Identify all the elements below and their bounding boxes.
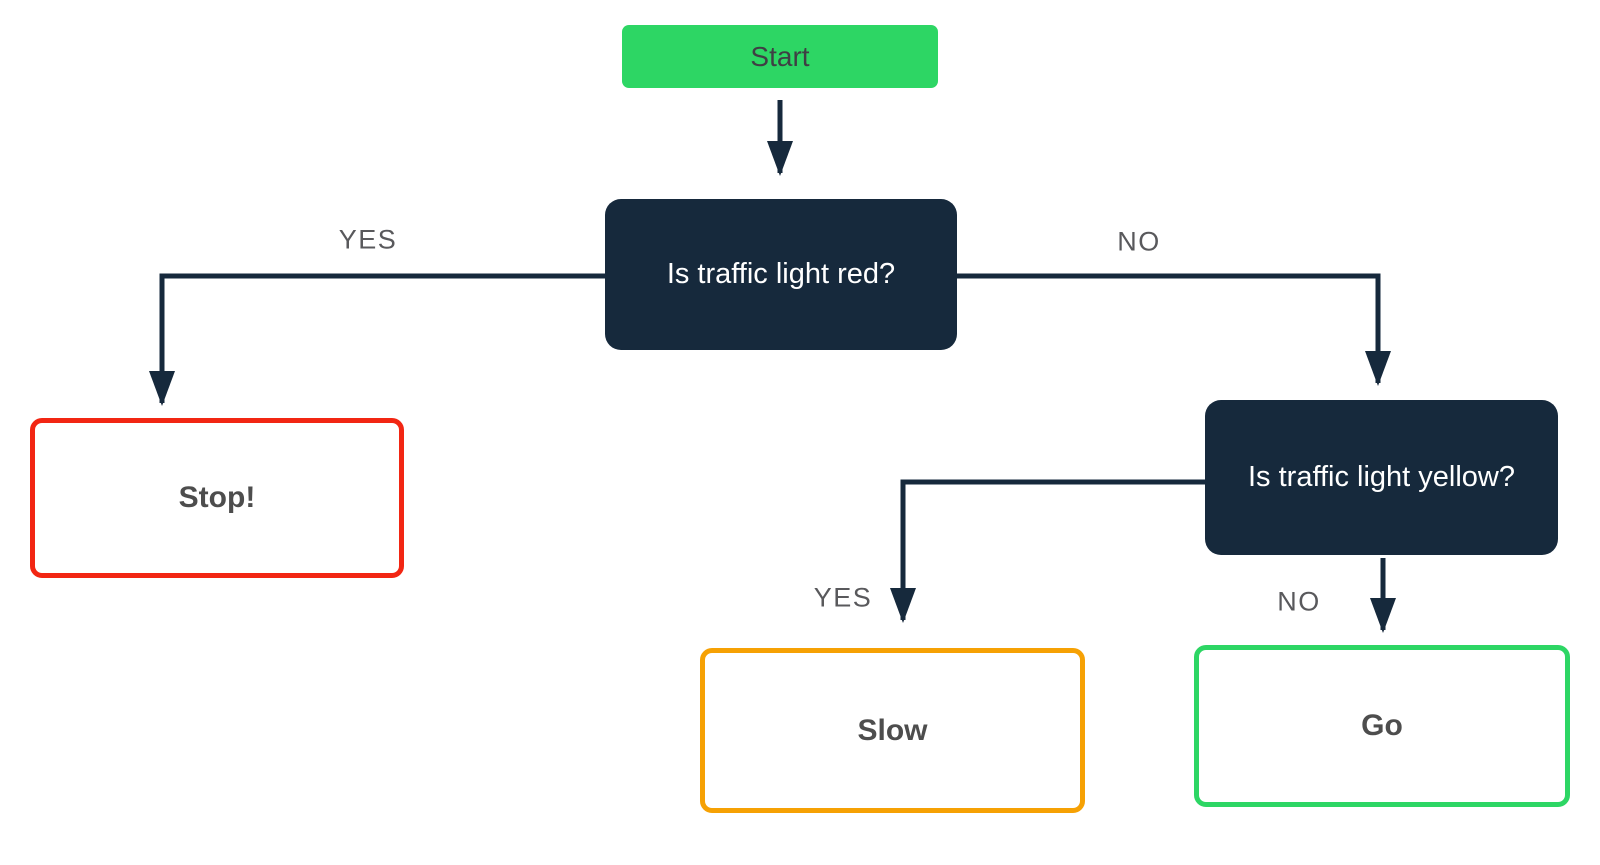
node-stop: Stop! (30, 418, 404, 578)
node-start-label: Start (750, 40, 810, 72)
node-decision-yellow-label: Is traffic light yellow? (1247, 461, 1516, 493)
node-go-label: Go (1361, 709, 1403, 742)
edge-red-yes-to-stop (149, 273, 605, 406)
node-decision-yellow: Is traffic light yellow? (1205, 400, 1558, 555)
edge-label-yellow-yes: YES (813, 582, 873, 613)
edge-yellow-yes-to-slow (890, 479, 1205, 623)
node-go: Go (1194, 645, 1570, 807)
node-slow-label: Slow (857, 713, 928, 747)
node-start: Start (622, 25, 938, 88)
node-decision-red: Is traffic light red? (605, 199, 957, 350)
edge-red-no-to-yellow (957, 273, 1391, 386)
edge-label-yellow-no: NO (1277, 586, 1321, 617)
node-stop-label: Stop! (178, 481, 256, 514)
node-slow: Slow (700, 648, 1085, 813)
edge-label-red-yes: YES (338, 224, 398, 255)
node-decision-red-label: Is traffic light red? (666, 258, 896, 290)
edge-label-red-no: NO (1117, 226, 1161, 257)
